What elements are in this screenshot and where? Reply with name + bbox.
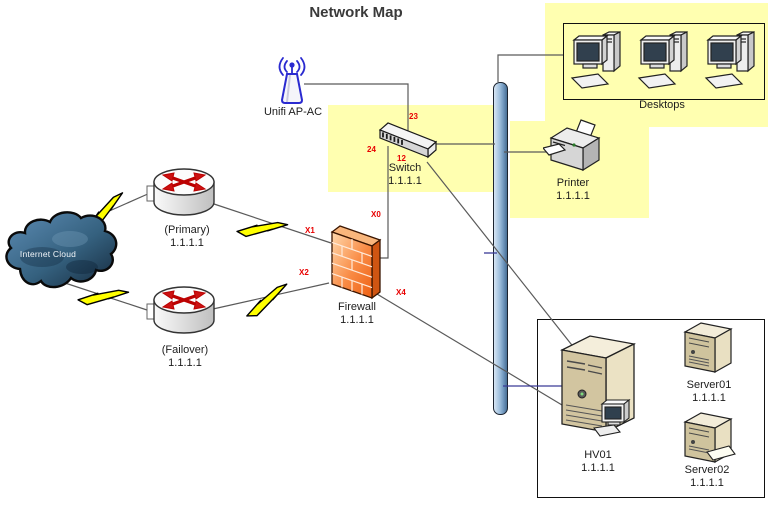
servers-group-box	[537, 319, 765, 498]
firewall-name: Firewall	[338, 301, 376, 313]
server01-ip: 1.1.1.1	[692, 391, 726, 404]
line-switch24-to-firewall-x0	[380, 146, 389, 259]
printer-label: Printer 1.1.1.1	[528, 177, 618, 202]
server01-name: Server01	[686, 379, 732, 391]
desktops-group-box	[563, 23, 765, 100]
router-failover-name: (Failover)	[161, 344, 209, 356]
desktops-name: Desktops	[639, 99, 685, 111]
desktops-label: Desktops	[617, 99, 707, 112]
switch-name: Switch	[388, 162, 422, 174]
firewall-ip: 1.1.1.1	[340, 313, 374, 326]
router-failover-ip: 1.1.1.1	[168, 356, 202, 369]
line-firewall-x4-to-hv01	[376, 293, 573, 412]
internet-cloud-label: Internet Cloud	[19, 249, 77, 259]
port-label-x1: X1	[305, 226, 315, 235]
hv01-server-icon	[559, 335, 637, 437]
printer-name: Printer	[556, 177, 590, 189]
port-label-x4: X4	[396, 288, 406, 297]
port-label-x0: X0	[371, 210, 381, 219]
printer-icon	[543, 119, 601, 172]
router-primary-name: (Primary)	[164, 224, 210, 236]
router-primary-ip: 1.1.1.1	[170, 236, 204, 249]
router-failover-label: (Failover) 1.1.1.1	[140, 344, 230, 369]
router-primary-icon	[146, 168, 215, 216]
switch-label: Switch 1.1.1.1	[360, 162, 450, 187]
port-label-12: 12	[397, 154, 406, 163]
page-title: Network Map	[309, 4, 403, 21]
backbone-bus-bar	[493, 82, 508, 415]
port-label-24: 24	[367, 145, 376, 154]
firewall-icon	[330, 225, 382, 300]
desktop-computer-icon	[570, 31, 621, 89]
lightning-bolt-icon	[77, 289, 130, 306]
router-failover-icon	[146, 286, 215, 334]
server02-name: Server02	[684, 464, 730, 476]
internet-cloud-icon	[5, 211, 118, 289]
server02-label: Server02 1.1.1.1	[662, 464, 752, 489]
ap-label: Unifi AP-AC	[248, 106, 338, 119]
desktop-computer-icon	[637, 31, 688, 89]
lightning-bolt-icon	[236, 221, 289, 238]
line-backbone-to-desktops	[497, 54, 563, 82]
desktop-computer-icon	[704, 31, 755, 89]
line-ap-to-switch	[304, 83, 409, 131]
switch-icon	[378, 122, 438, 159]
server02-ip: 1.1.1.1	[690, 476, 724, 489]
port-label-x2: X2	[299, 268, 309, 277]
server02-icon	[683, 412, 736, 464]
port-label-23: 23	[409, 112, 418, 121]
hv01-label: HV01 1.1.1.1	[553, 449, 643, 474]
server01-icon	[683, 322, 733, 374]
lightning-bolt-icon	[246, 283, 288, 317]
line-switch12-to-hv01	[426, 161, 576, 350]
ap-name: Unifi AP-AC	[263, 106, 323, 118]
hv01-name: HV01	[584, 449, 612, 461]
hv01-ip: 1.1.1.1	[581, 461, 615, 474]
wireless-ap-icon	[278, 57, 306, 104]
printer-ip: 1.1.1.1	[556, 189, 590, 202]
router-primary-label: (Primary) 1.1.1.1	[142, 224, 232, 249]
server01-label: Server01 1.1.1.1	[664, 379, 754, 404]
switch-ip: 1.1.1.1	[388, 174, 422, 187]
firewall-label: Firewall 1.1.1.1	[312, 301, 402, 326]
